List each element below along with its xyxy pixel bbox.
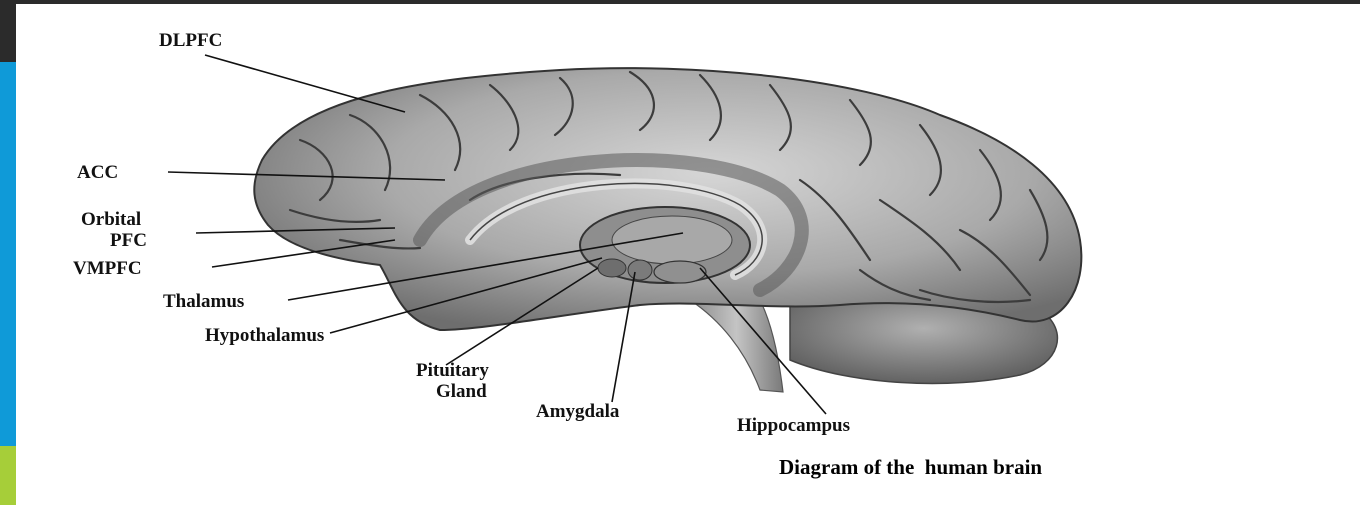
label-thalamus: Thalamus: [163, 291, 244, 312]
label-acc: ACC: [77, 162, 118, 183]
label-hippocampus: Hippocampus: [737, 415, 850, 436]
amygdala-region: [628, 260, 652, 280]
label-dlpfc: DLPFC: [159, 30, 222, 51]
label-vmpfc: VMPFC: [73, 258, 142, 279]
label-orbital-line1: Orbital: [81, 209, 141, 230]
cerebrum: [254, 68, 1081, 330]
label-orbital-line2: PFC: [110, 230, 147, 251]
leader-dlpfc: [205, 55, 405, 112]
pituitary-region: [598, 259, 626, 277]
brainstem: [690, 300, 783, 392]
hippocampus-region: [654, 261, 706, 283]
label-amygdala: Amygdala: [536, 401, 620, 422]
label-pituitary-line2: Gland: [436, 381, 487, 402]
label-pituitary-line1: Pituitary: [416, 360, 489, 381]
diagram-caption: Diagram of the human brain: [779, 455, 1042, 479]
label-hypothalamus: Hypothalamus: [205, 325, 324, 346]
